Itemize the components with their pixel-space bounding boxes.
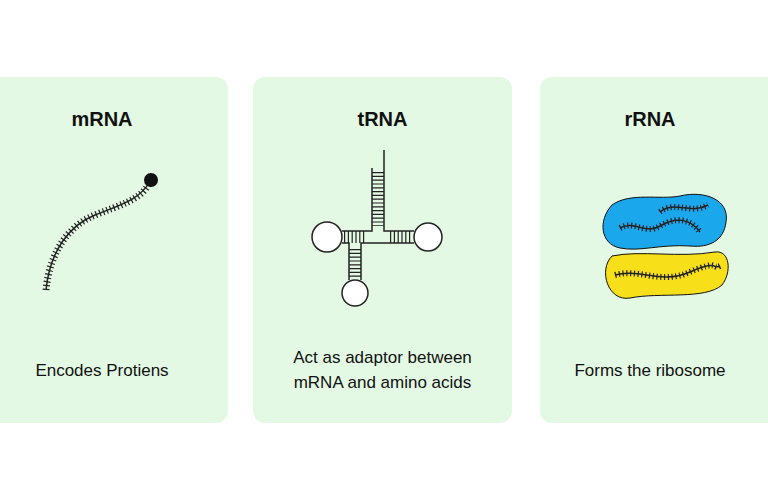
rna-panel: rRNA Forms the ribosome — [540, 77, 768, 423]
panel-description: Encodes Protiens — [0, 358, 207, 383]
rna-panel: mRNA Encodes Protiens — [0, 77, 228, 423]
panel-heading: rRNA — [544, 108, 756, 131]
panel-heading: mRNA — [0, 108, 208, 131]
panel-heading: tRNA — [257, 108, 508, 131]
panel-description: Forms the ribosome — [545, 358, 755, 383]
rna-panel: tRNA Act as adaptor between mRNA and amin… — [253, 77, 512, 423]
panel-description: Act as adaptor between mRNA and amino ac… — [275, 345, 490, 395]
